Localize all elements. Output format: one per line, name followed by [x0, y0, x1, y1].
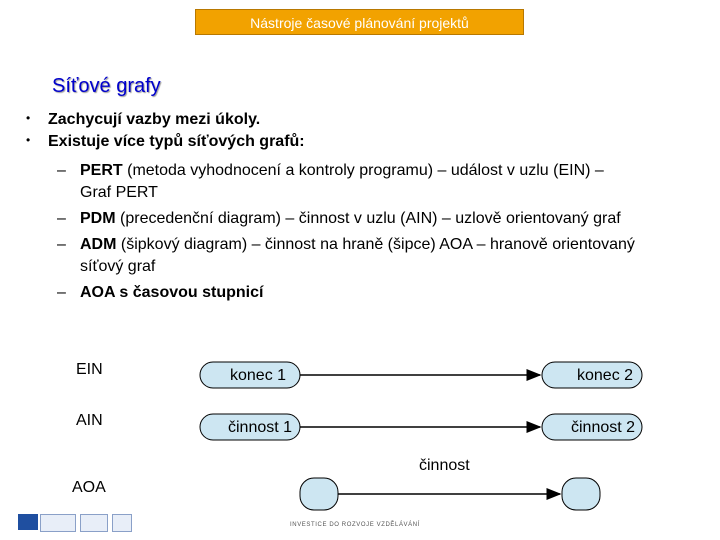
header-title: Nástroje časové plánování projektů — [250, 15, 469, 31]
ain-node-2 — [541, 413, 643, 441]
op-logo-icon — [112, 514, 132, 532]
footer-text: INVESTICE DO ROZVOJE VZDĚLÁVÁNÍ — [290, 522, 420, 528]
aoa-node-2 — [561, 477, 601, 511]
ain-node-1-label: činnost 1 — [228, 419, 293, 436]
ein-label: EIN — [76, 361, 103, 378]
msmt-logo-icon — [80, 514, 108, 532]
ein-node-2 — [541, 361, 643, 389]
aoa-label: AOA — [72, 479, 106, 496]
aoa-node-1 — [299, 477, 339, 511]
aoa-edge-label: činnost — [419, 457, 470, 474]
bullet-dot: • — [26, 133, 31, 147]
header-banner: Nástroje časové plánování projektů — [195, 9, 524, 35]
bullet-dot: • — [26, 111, 31, 125]
ein-node-2-label: konec 2 — [577, 367, 634, 384]
esf-logo-icon — [40, 514, 76, 532]
eu-flag-icon — [18, 514, 38, 530]
slide-title: Síťové grafy — [52, 75, 161, 97]
ain-label: AIN — [76, 412, 103, 429]
ain-node-2-label: činnost 2 — [571, 419, 636, 436]
ein-node-1-label: konec 1 — [230, 367, 287, 384]
